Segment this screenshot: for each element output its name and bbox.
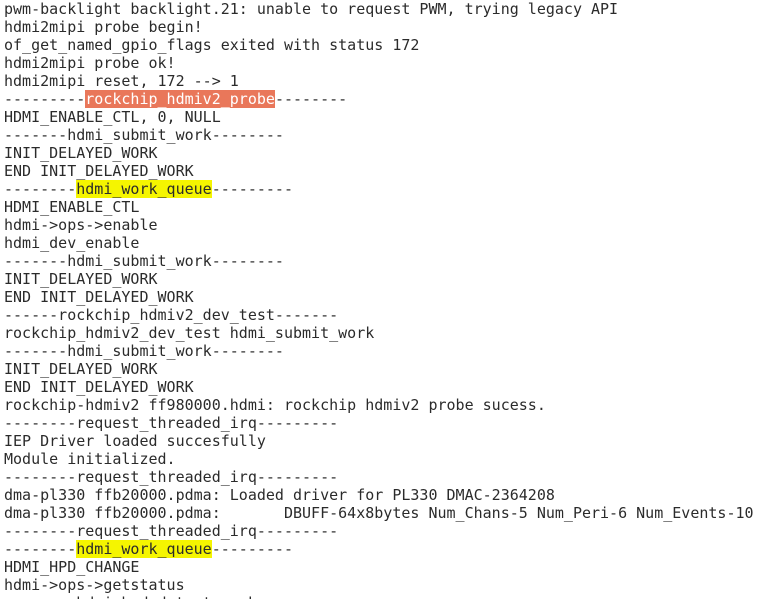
highlighted-text: hdmi_work_queue	[76, 540, 212, 558]
log-text: END INIT_DELAYED_WORK	[4, 378, 194, 396]
log-text: HDMI_ENABLE_CTL, 0, NULL	[4, 108, 221, 126]
log-text: --------request_threaded_irq---------	[4, 522, 339, 540]
log-text: hdmi_dev_enable	[4, 234, 140, 252]
log-line: HDMI_ENABLE_CTL	[4, 198, 772, 216]
highlighted-text: hdmi_work_queue	[76, 180, 212, 198]
log-text: hdmi2mipi probe ok!	[4, 54, 176, 72]
log-line: hdmi->ops->getstatus	[4, 576, 772, 594]
log-line: hdmi2mipi reset, 172 --> 1	[4, 72, 772, 90]
log-line: of_get_named_gpio_flags exited with stat…	[4, 36, 772, 54]
log-line: INIT_DELAYED_WORK	[4, 270, 772, 288]
log-text: INIT_DELAYED_WORK	[4, 360, 158, 378]
log-line: hdmi_dev_enable	[4, 234, 772, 252]
log-line: ---------rockchip_hdmiv2_probe--------	[4, 90, 772, 108]
log-text: HDMI_ENABLE_CTL	[4, 198, 140, 216]
log-line: --------request_threaded_irq---------	[4, 468, 772, 486]
log-line: --------hdmi_work_queue---------	[4, 540, 772, 558]
log-line: END INIT_DELAYED_WORK	[4, 378, 772, 396]
log-text-suffix: ---------	[211, 540, 293, 558]
log-line: pwm-backlight backlight.21: unable to re…	[4, 0, 772, 18]
log-text: --------hdmi_hpd_detect_work-------	[4, 594, 320, 599]
log-line: --------hdmi_hpd_detect_work-------	[4, 594, 772, 599]
log-text: ---------	[4, 90, 86, 108]
log-line: hdmi->ops->enable	[4, 216, 772, 234]
highlighted-text: rockchip_hdmiv2_probe	[85, 90, 275, 108]
log-text: Module initialized.	[4, 450, 176, 468]
log-text: rockchip_hdmiv2_dev_test hdmi_submit_wor…	[4, 324, 375, 342]
log-text: --------request_threaded_irq---------	[4, 468, 339, 486]
log-text: END INIT_DELAYED_WORK	[4, 288, 194, 306]
log-text: INIT_DELAYED_WORK	[4, 270, 158, 288]
log-line: IEP Driver loaded succesfully	[4, 432, 772, 450]
log-text-suffix: ---------	[211, 180, 293, 198]
log-text: IEP Driver loaded succesfully	[4, 432, 266, 450]
log-text: --------	[4, 180, 77, 198]
log-line: rockchip-hdmiv2 ff980000.hdmi: rockchip …	[4, 396, 772, 414]
log-text: hdmi->ops->enable	[4, 216, 158, 234]
log-text: pwm-backlight backlight.21: unable to re…	[4, 0, 619, 18]
log-line: ------rockchip_hdmiv2_dev_test-------	[4, 306, 772, 324]
log-text: dma-pl330 ffb20000.pdma: Loaded driver f…	[4, 486, 555, 504]
log-text: --------	[4, 540, 77, 558]
log-text: hdmi2mipi probe begin!	[4, 18, 203, 36]
log-line: -------hdmi_submit_work--------	[4, 126, 772, 144]
log-line: --------request_threaded_irq---------	[4, 522, 772, 540]
log-text: rockchip-hdmiv2 ff980000.hdmi: rockchip …	[4, 396, 546, 414]
log-line: HDMI_ENABLE_CTL, 0, NULL	[4, 108, 772, 126]
log-line: INIT_DELAYED_WORK	[4, 144, 772, 162]
log-text: ------rockchip_hdmiv2_dev_test-------	[4, 306, 339, 324]
log-line: rockchip_hdmiv2_dev_test hdmi_submit_wor…	[4, 324, 772, 342]
log-text: of_get_named_gpio_flags exited with stat…	[4, 36, 420, 54]
log-line: -------hdmi_submit_work--------	[4, 342, 772, 360]
log-line: Module initialized.	[4, 450, 772, 468]
log-line: --------request_threaded_irq---------	[4, 414, 772, 432]
log-line: dma-pl330 ffb20000.pdma: DBUFF-64x8bytes…	[4, 504, 772, 522]
log-text: -------hdmi_submit_work--------	[4, 342, 284, 360]
log-line: END INIT_DELAYED_WORK	[4, 162, 772, 180]
log-text: hdmi->ops->getstatus	[4, 576, 185, 594]
log-text: -------hdmi_submit_work--------	[4, 252, 284, 270]
log-line: hdmi2mipi probe begin!	[4, 18, 772, 36]
log-text: INIT_DELAYED_WORK	[4, 144, 158, 162]
log-text-suffix: --------	[274, 90, 348, 108]
log-line: hdmi2mipi probe ok!	[4, 54, 772, 72]
log-text: -------hdmi_submit_work--------	[4, 126, 284, 144]
log-text: hdmi2mipi reset, 172 --> 1	[4, 72, 239, 90]
log-line: --------hdmi_work_queue---------	[4, 180, 772, 198]
log-text: --------request_threaded_irq---------	[4, 414, 339, 432]
log-line: HDMI_HPD_CHANGE	[4, 558, 772, 576]
log-line: -------hdmi_submit_work--------	[4, 252, 772, 270]
log-line: INIT_DELAYED_WORK	[4, 360, 772, 378]
log-text: dma-pl330 ffb20000.pdma: DBUFF-64x8bytes…	[4, 504, 754, 522]
log-line: END INIT_DELAYED_WORK	[4, 288, 772, 306]
log-text: END INIT_DELAYED_WORK	[4, 162, 194, 180]
log-text: HDMI_HPD_CHANGE	[4, 558, 140, 576]
log-line: dma-pl330 ffb20000.pdma: Loaded driver f…	[4, 486, 772, 504]
